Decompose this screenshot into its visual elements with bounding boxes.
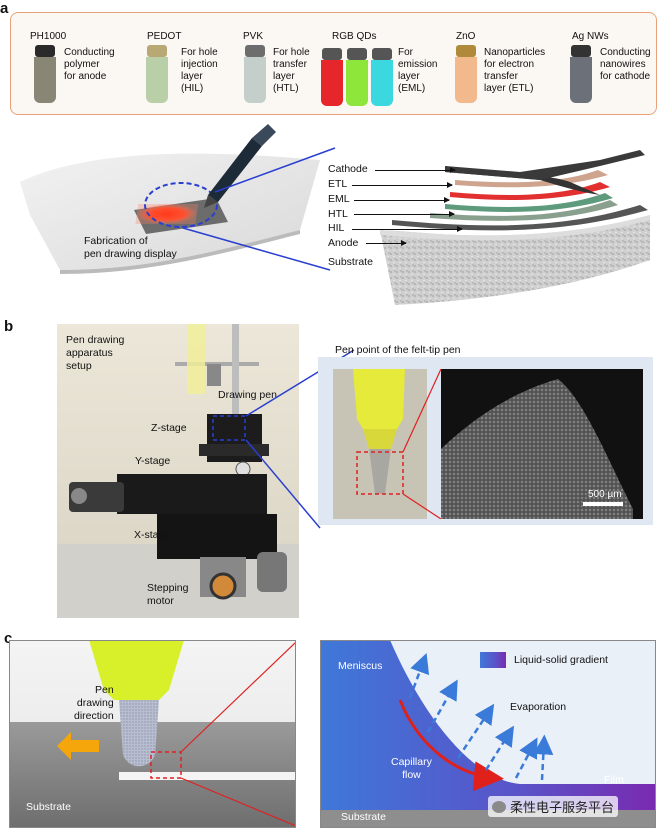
vial-red-icon [321, 48, 343, 106]
label-y-stage: Y-stage [135, 455, 171, 467]
gradient-legend-label: Liquid-solid gradient [514, 654, 608, 666]
layer-label-anode: Anode [328, 237, 359, 249]
layer-arrow [354, 197, 450, 203]
zoom-ellipse [144, 182, 218, 228]
panel-a-letter: a [0, 0, 9, 17]
label-x-stage: X-stage [134, 529, 171, 541]
panel-c-letter: c [4, 630, 13, 647]
evaporation-label: Evaporation [510, 701, 567, 713]
device-illustration [20, 124, 650, 305]
material-name: Ag NWs [572, 31, 609, 42]
substrate-left-label: Substrate [26, 801, 71, 813]
drawing-illustration [9, 640, 296, 828]
layer-arrow [352, 226, 463, 232]
meniscus-label: Meniscus [338, 660, 383, 672]
material-name: PEDOT [147, 31, 182, 42]
material-name: ZnO [456, 31, 476, 42]
apparatus-photo [57, 324, 299, 618]
layer-arrow [352, 182, 453, 188]
material-name: PH1000 [30, 31, 67, 42]
layer-label-cathode: Cathode [328, 163, 368, 175]
substrate-right-label: Substrate [341, 811, 386, 823]
watermark: 柔性电子服务平台 [488, 796, 619, 817]
vial-green-icon [346, 48, 368, 106]
wechat-icon [492, 801, 506, 813]
layer-label-hil: HIL [328, 222, 345, 234]
layer-arrow [354, 211, 455, 217]
layer-label-etl: ETL [328, 178, 348, 190]
left-photo-frame [9, 640, 296, 828]
label-z-stage: Z-stage [151, 422, 187, 434]
vial-blue-icon [371, 48, 393, 106]
material-name: RGB QDs [332, 31, 377, 42]
layer-label-eml: EML [328, 193, 350, 205]
layer-label-substrate: Substrate [328, 256, 373, 268]
pen-icon [204, 124, 276, 208]
material-name: PVK [243, 31, 264, 42]
panel-b-letter: b [4, 318, 14, 335]
layer-label-htl: HTL [328, 208, 348, 220]
film-label: Film [604, 774, 624, 786]
label-drawing-pen: Drawing pen [218, 389, 277, 401]
right-schematic-frame [320, 640, 656, 828]
vial-icon [570, 45, 592, 103]
pen-point-images [333, 369, 643, 519]
vial-icon [455, 45, 477, 103]
vial-icon [244, 45, 266, 103]
vial-icon [34, 45, 56, 103]
layer-arrow [366, 240, 407, 246]
layer-arrow [375, 167, 456, 173]
pen-point-title: Pen point of the felt-tip pen [335, 344, 461, 356]
scale-bar-label: 500 µm [588, 489, 622, 500]
vial-icon [146, 45, 168, 103]
